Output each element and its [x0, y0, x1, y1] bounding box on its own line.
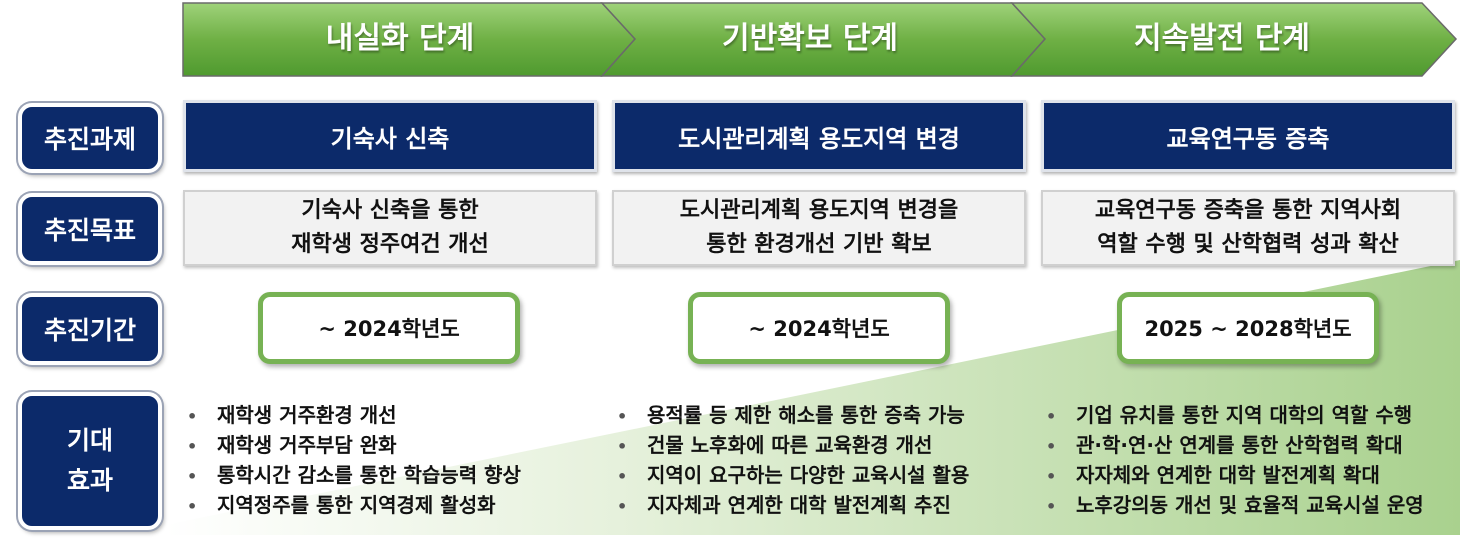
bullet-icon: •	[1046, 407, 1057, 426]
task-box-2: 도시관리계획 용도지역 변경	[612, 100, 1026, 172]
row-label-period-text: 추진기간	[43, 316, 136, 345]
list-item: •지역이 요구하는 다양한 교육시설 활용	[617, 460, 969, 490]
list-item: •재학생 거주부담 완화	[187, 430, 521, 460]
period-text-3: 2025 ~ 2028학년도	[1144, 317, 1352, 341]
bullet-icon: •	[617, 407, 628, 426]
list-item: •자자체와 연계한 대학 발전계획 확대	[1046, 460, 1424, 490]
phase-label-1: 내실화 단계	[325, 21, 475, 56]
row-label-goal-text: 추진목표	[43, 216, 136, 245]
task-text-1: 기숙사 신축	[330, 124, 450, 153]
list-item: •지역정주를 통한 지역경제 활성화	[187, 490, 521, 520]
period-text-1: ~ 2024학년도	[318, 317, 460, 341]
bullet-icon: •	[1046, 467, 1057, 486]
phase-label-2: 기반확보 단계	[721, 21, 899, 56]
list-item: •재학생 거주환경 개선	[187, 400, 521, 430]
bullet-icon: •	[187, 497, 198, 516]
goal-box-1: 기숙사 신축을 통한 재학생 정주여건 개선	[183, 190, 597, 266]
list-item: •기업 유치를 통한 지역 대학의 역할 수행	[1046, 400, 1424, 430]
goal-line2-1: 재학생 정주여건 개선	[291, 232, 489, 257]
list-item: •용적률 등 제한 해소를 통한 증축 가능	[617, 400, 969, 430]
goal-line2-3: 역할 수행 및 산학협력 성과 확산	[1097, 232, 1399, 257]
phase-chevron-3	[1010, 2, 1458, 77]
list-item: •통학시간 감소를 통한 학습능력 향상	[187, 460, 521, 490]
bullet-icon: •	[617, 467, 628, 486]
phase-chevron-bar	[182, 2, 1458, 77]
row-label-effect-line2: 효과	[66, 466, 113, 495]
row-label-effect: 기대 효과	[18, 392, 162, 530]
task-text-3: 교육연구동 증축	[1166, 124, 1330, 153]
effects-list-3: •기업 유치를 통한 지역 대학의 역할 수행 •관·학·연·산 연계를 통한 …	[1046, 400, 1424, 520]
task-box-1: 기숙사 신축	[183, 100, 597, 172]
bullet-icon: •	[1046, 497, 1057, 516]
list-item: •지자체과 연계한 대학 발전계획 추진	[617, 490, 969, 520]
goal-line1-1: 기숙사 신축을 통한	[301, 198, 479, 223]
period-box-2: ~ 2024학년도	[688, 292, 950, 364]
bullet-icon: •	[617, 437, 628, 456]
goal-line2-2: 통한 환경개선 기반 확보	[706, 232, 932, 257]
task-text-2: 도시관리계획 용도지역 변경	[678, 124, 960, 153]
bullet-icon: •	[187, 407, 198, 426]
bullet-icon: •	[187, 437, 198, 456]
goal-line1-2: 도시관리계획 용도지역 변경을	[679, 198, 959, 223]
row-label-effect-line1: 기대	[66, 426, 113, 455]
row-label-goal: 추진목표	[18, 193, 162, 265]
bullet-icon: •	[187, 467, 198, 486]
row-label-period: 추진기간	[18, 293, 162, 365]
list-item: •노후강의동 개선 및 효율적 교육시설 운영	[1046, 490, 1424, 520]
task-box-3: 교육연구동 증축	[1041, 100, 1455, 172]
row-label-task-text: 추진과제	[43, 125, 136, 154]
bullet-icon: •	[617, 497, 628, 516]
effects-list-1: •재학생 거주환경 개선 •재학생 거주부담 완화 •통학시간 감소를 통한 학…	[187, 400, 521, 520]
effects-list-2: •용적률 등 제한 해소를 통한 증축 가능 •건물 노후화에 따른 교육환경 …	[617, 400, 969, 520]
list-item: •관·학·연·산 연계를 통한 산학협력 확대	[1046, 430, 1424, 460]
period-box-1: ~ 2024학년도	[258, 292, 520, 364]
goal-box-3: 교육연구동 증축을 통한 지역사회 역할 수행 및 산학협력 성과 확산	[1041, 190, 1455, 266]
goal-box-2: 도시관리계획 용도지역 변경을 통한 환경개선 기반 확보	[612, 190, 1026, 266]
goal-line1-3: 교육연구동 증축을 통한 지역사회	[1094, 198, 1402, 223]
period-text-2: ~ 2024학년도	[748, 317, 890, 341]
phase-label-3: 지속발전 단계	[1133, 21, 1311, 56]
bullet-icon: •	[1046, 437, 1057, 456]
period-box-3: 2025 ~ 2028학년도	[1117, 292, 1379, 364]
list-item: •건물 노후화에 따른 교육환경 개선	[617, 430, 969, 460]
row-label-task: 추진과제	[18, 103, 162, 173]
